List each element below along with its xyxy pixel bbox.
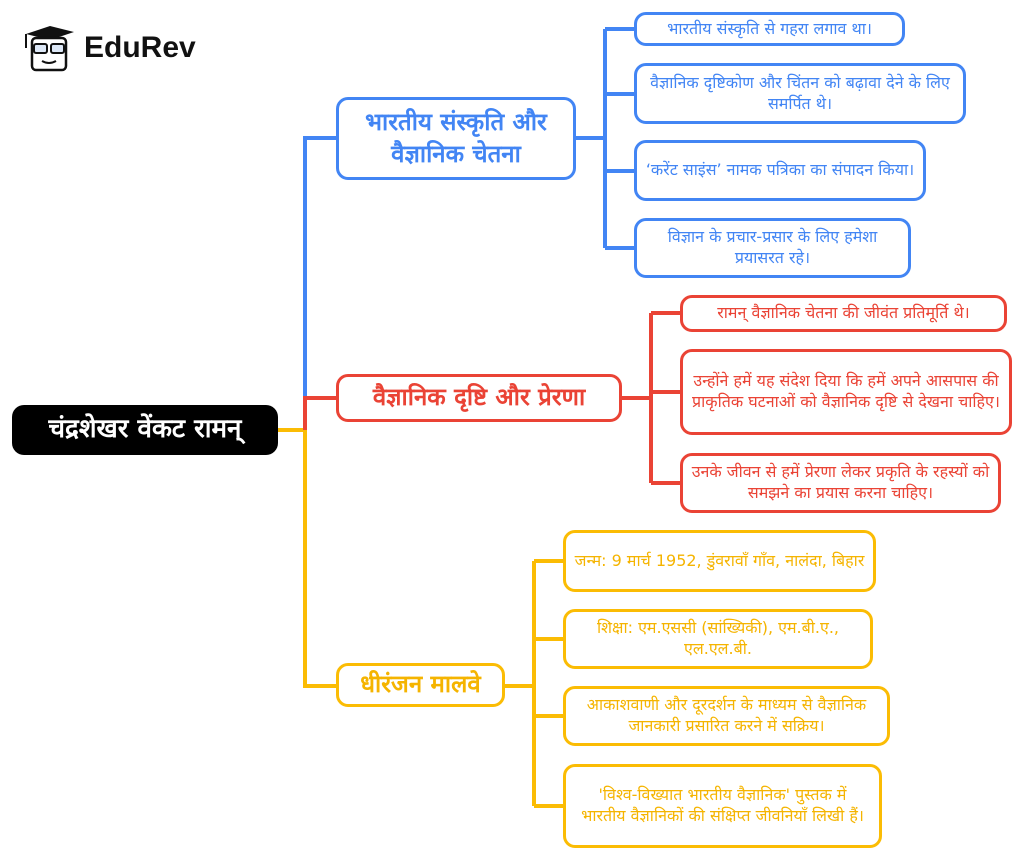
logo-text: EduRev <box>84 31 196 64</box>
leaf-node[interactable]: उन्होंने हमें यह संदेश दिया कि हमें अपने… <box>680 349 1012 435</box>
leaf-node[interactable]: 'विश्व-विख्यात भारतीय वैज्ञानिक' पुस्तक … <box>563 764 882 848</box>
root-node[interactable]: चंद्रशेखर वेंकट रामन् <box>12 405 278 455</box>
branch-indian-culture[interactable]: भारतीय संस्कृति और वैज्ञानिक चेतना <box>336 97 576 180</box>
leaf-node[interactable]: जन्म: 9 मार्च 1952, डुंवरावाँ गाँव, नालं… <box>563 530 876 592</box>
leaf-node[interactable]: विज्ञान के प्रचार-प्रसार के लिए हमेशा प्… <box>634 218 911 278</box>
branch-dhiranjan-malve[interactable]: धीरंजन मालवे <box>336 663 505 707</box>
leaf-node[interactable]: उनके जीवन से हमें प्रेरणा लेकर प्रकृति क… <box>680 453 1001 513</box>
leaf-node[interactable]: रामन् वैज्ञानिक चेतना की जीवंत प्रतिमूर्… <box>680 295 1007 332</box>
leaf-node[interactable]: भारतीय संस्कृति से गहरा लगाव था। <box>634 12 905 46</box>
leaf-node[interactable]: ‘करेंट साइंस’ नामक पत्रिका का संपादन किय… <box>634 140 926 201</box>
trunk-blue <box>303 136 336 398</box>
trunk-yellow <box>303 430 336 688</box>
red-leaf-connectors <box>622 311 680 485</box>
leaf-node[interactable]: शिक्षा: एम.एससी (सांख्यिकी), एम.बी.ए., ए… <box>563 609 873 669</box>
graduation-cap-mascot-icon <box>25 26 74 72</box>
branch-scientific-vision[interactable]: वैज्ञानिक दृष्टि और प्रेरणा <box>336 374 622 422</box>
yellow-leaf-connectors <box>505 559 563 808</box>
edurev-logo[interactable]: EduRev <box>22 24 196 72</box>
blue-leaf-connectors <box>576 27 634 250</box>
leaf-node[interactable]: आकाशवाणी और दूरदर्शन के माध्यम से वैज्ञा… <box>563 686 890 746</box>
trunk-red <box>303 396 336 430</box>
leaf-node[interactable]: वैज्ञानिक दृष्टिकोण और चिंतन को बढ़ावा द… <box>634 63 966 124</box>
